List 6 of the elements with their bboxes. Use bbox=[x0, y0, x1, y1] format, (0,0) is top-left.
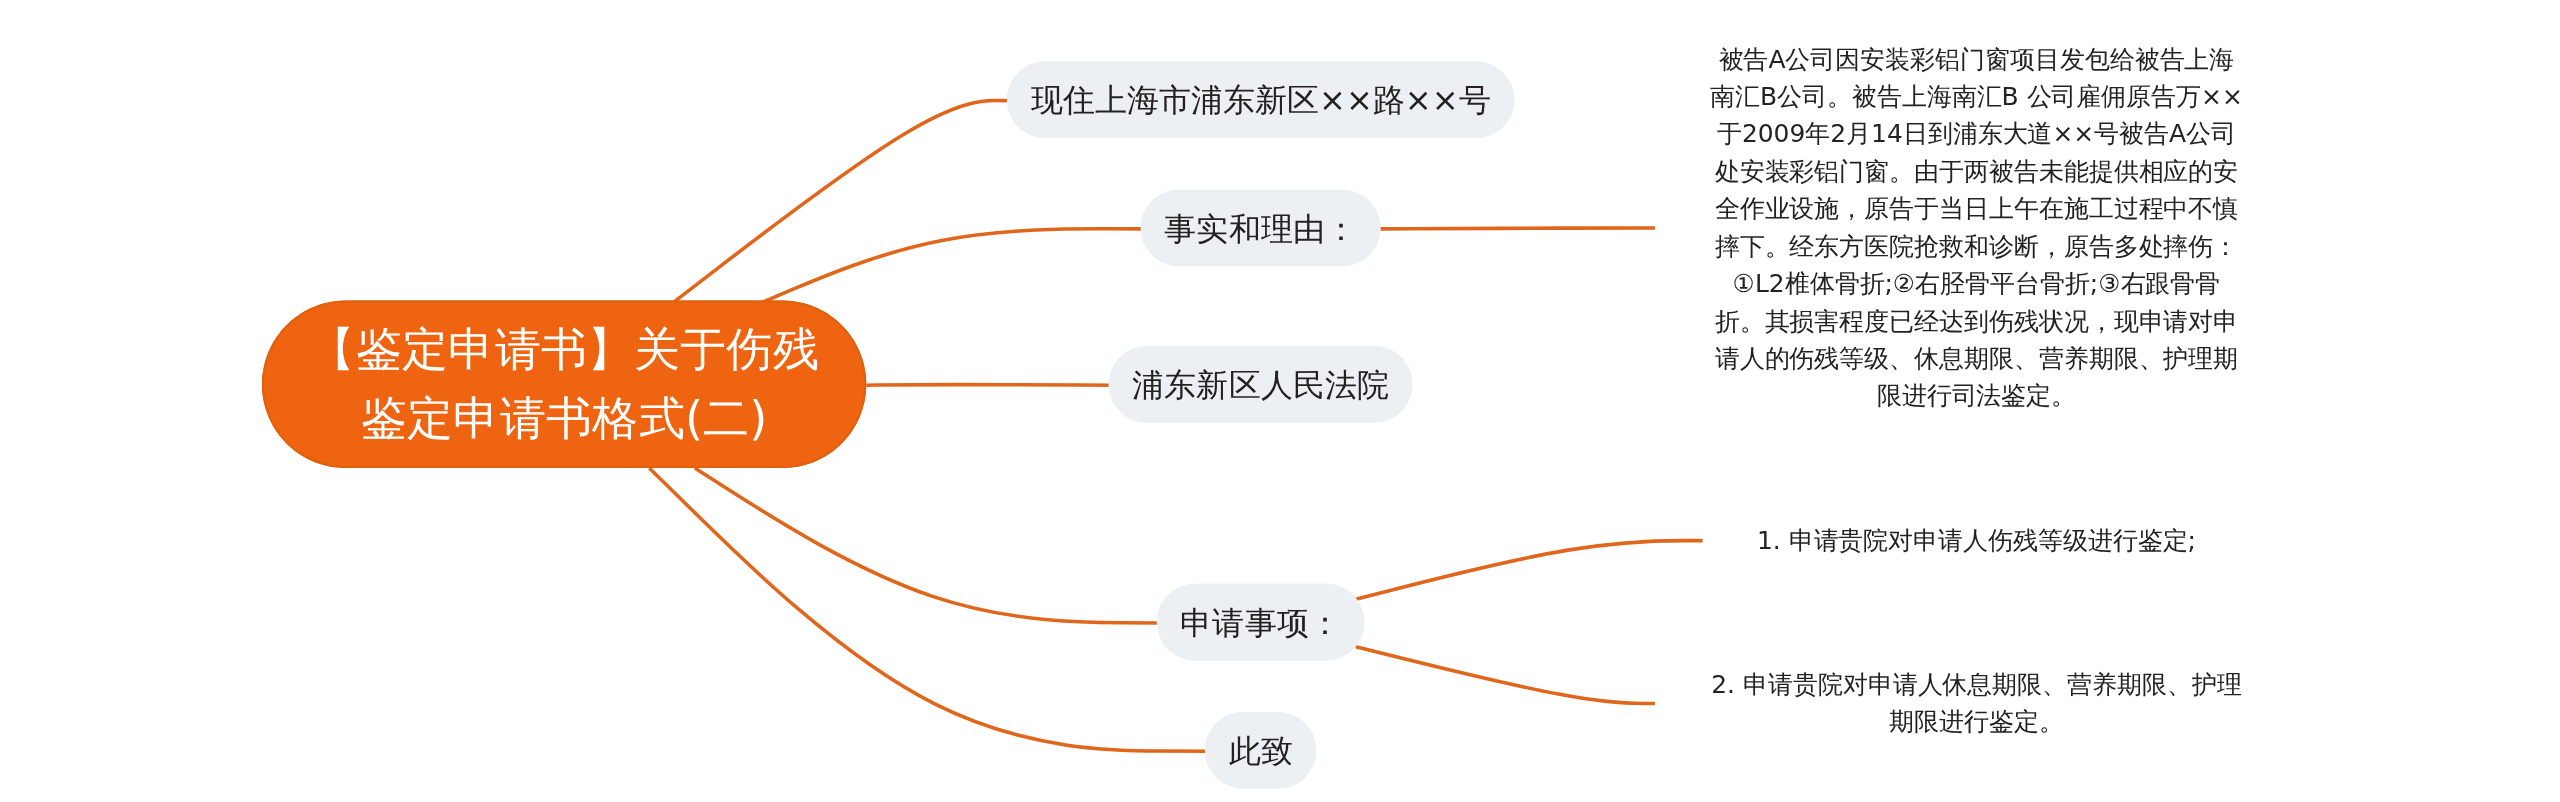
connector bbox=[1380, 226, 1656, 231]
connector bbox=[1355, 645, 1656, 706]
node-text: 被告A公司因安装彩铝门窗项目发包给被告上海南汇B公司。被告上海南汇B 公司雇佣原告万××于2009年2月14日到浦东大道××号被告A公司处安装彩铝门窗。由于两被告未能提供相应的安全作业设施，原告于当日上午在施工过程中不慎摔下。经东方医院抢救和诊断，原告多处摔伤：①L2椎体骨折;②右胫骨平台骨折;③右跟骨骨折。其损害程度已经达到伤残状况，现申请对申请人的伤残等级、休息期限、营养期限、护理期限进行司法鉴定。 bbox=[1710, 44, 2243, 410]
connector bbox=[1355, 538, 1704, 601]
node-text: 2. 申请贵院对申请人休息期限、营养期限、护理期限进行鉴定。 bbox=[1711, 669, 2242, 736]
node-text: 1. 申请贵院对申请人伤残等级进行鉴定; bbox=[1756, 525, 2197, 554]
